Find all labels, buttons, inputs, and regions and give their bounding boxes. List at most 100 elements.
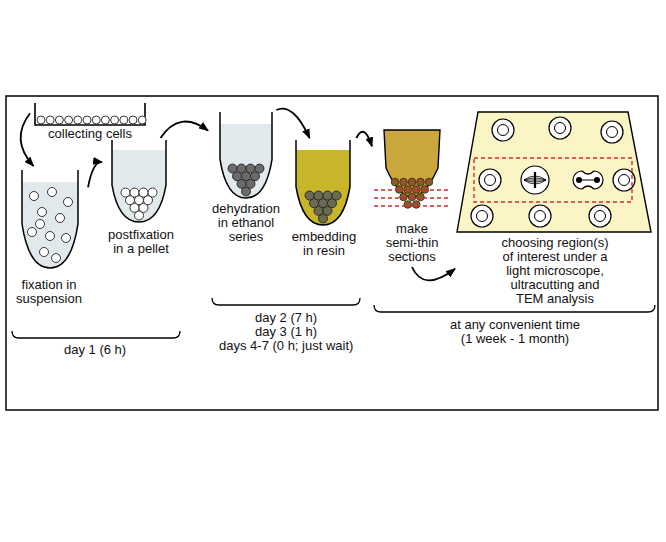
beakers [22, 112, 350, 268]
nucleus [594, 177, 600, 183]
cell [56, 214, 65, 223]
tube [220, 112, 272, 198]
cell [425, 178, 433, 186]
flow-arrow [161, 121, 209, 138]
nucleus [619, 175, 630, 186]
region-of-interest [474, 158, 632, 202]
step-caption: fixation in suspension [12, 278, 86, 306]
cell [48, 188, 57, 197]
frame [6, 96, 658, 410]
resin-block [384, 130, 440, 197]
nucleus [535, 211, 546, 222]
section-lines [374, 190, 450, 206]
cell [37, 116, 45, 124]
cell [111, 116, 119, 124]
cell [40, 248, 49, 257]
step-caption: collecting cells [32, 127, 148, 141]
process-step: embedding in resin [288, 138, 360, 261]
cell [237, 164, 246, 173]
nucleus [485, 175, 496, 186]
cell [65, 116, 73, 124]
tube [112, 140, 166, 222]
cell [412, 201, 420, 209]
cell [36, 220, 45, 229]
bracket [12, 331, 180, 338]
nucleus [576, 177, 582, 183]
cell [529, 205, 551, 227]
cell [52, 254, 61, 263]
step-caption: choosing region(s) of interest under a l… [497, 236, 613, 306]
bracket [374, 305, 655, 312]
cell [28, 228, 37, 237]
step-caption: dehydration in ethanol series [210, 202, 282, 244]
time-label: day 3 (1 h) [255, 325, 317, 339]
cell [30, 192, 39, 201]
cell [408, 193, 416, 201]
process-step: postfixation in a pellet [102, 138, 180, 259]
cell [74, 116, 82, 124]
cell [101, 116, 109, 124]
nucleus [595, 211, 606, 222]
process-step: dehydration in ethanol series [208, 110, 284, 247]
cell [62, 234, 71, 243]
cell [601, 121, 623, 143]
mitotic-cell [521, 166, 549, 194]
cell [417, 178, 425, 186]
dividing-cell [573, 171, 603, 189]
cell [92, 116, 100, 124]
tube [296, 140, 350, 225]
cell [417, 193, 425, 201]
cell [391, 178, 399, 186]
chromosomes [534, 172, 536, 188]
cell [148, 188, 157, 197]
cell [305, 191, 314, 200]
cell [404, 201, 412, 209]
process-step: fixation in suspension [10, 166, 88, 309]
cell [139, 188, 148, 197]
flow-arrow [412, 267, 455, 280]
cell [549, 117, 571, 139]
cell [83, 116, 91, 124]
cell [400, 178, 408, 186]
flow-arrow [88, 162, 102, 187]
cell [471, 205, 493, 227]
step-caption: embedding in resin [289, 230, 359, 258]
time-label: day 1 (6 h) [64, 343, 126, 357]
cell [255, 164, 264, 173]
cell [228, 164, 237, 173]
time-label: at any convenient time (1 week - 1 month… [446, 318, 584, 346]
cell [323, 191, 332, 200]
process-step: choosing region(s) of interest under a l… [455, 108, 655, 309]
nucleus [498, 125, 509, 136]
cell [46, 116, 54, 124]
section-cells [471, 117, 635, 227]
liquid [220, 124, 272, 198]
cell [138, 116, 146, 124]
cell [479, 169, 501, 191]
cell [46, 232, 55, 241]
semi-thin-section [457, 112, 651, 232]
nucleus [607, 127, 618, 138]
cell [64, 198, 73, 207]
cell [55, 116, 63, 124]
cell [129, 116, 137, 124]
cell [246, 164, 255, 173]
tube [22, 170, 78, 268]
cell [121, 188, 130, 197]
step-caption: postfixation in a pellet [104, 228, 178, 256]
nucleus [555, 123, 566, 134]
cell [120, 116, 128, 124]
cell [408, 178, 416, 186]
process-step: make semi-thin sections [372, 125, 452, 267]
bracket [212, 298, 360, 305]
block-cells [391, 178, 433, 208]
cell [38, 208, 47, 217]
cell [492, 119, 514, 141]
time-label: days 4-7 (0 h; just wait) [219, 339, 353, 353]
process-step: collecting cells [30, 100, 150, 144]
cell [400, 193, 408, 201]
flow-arrow [276, 109, 309, 138]
cell [130, 188, 139, 197]
nucleus [477, 211, 488, 222]
cell [314, 191, 323, 200]
